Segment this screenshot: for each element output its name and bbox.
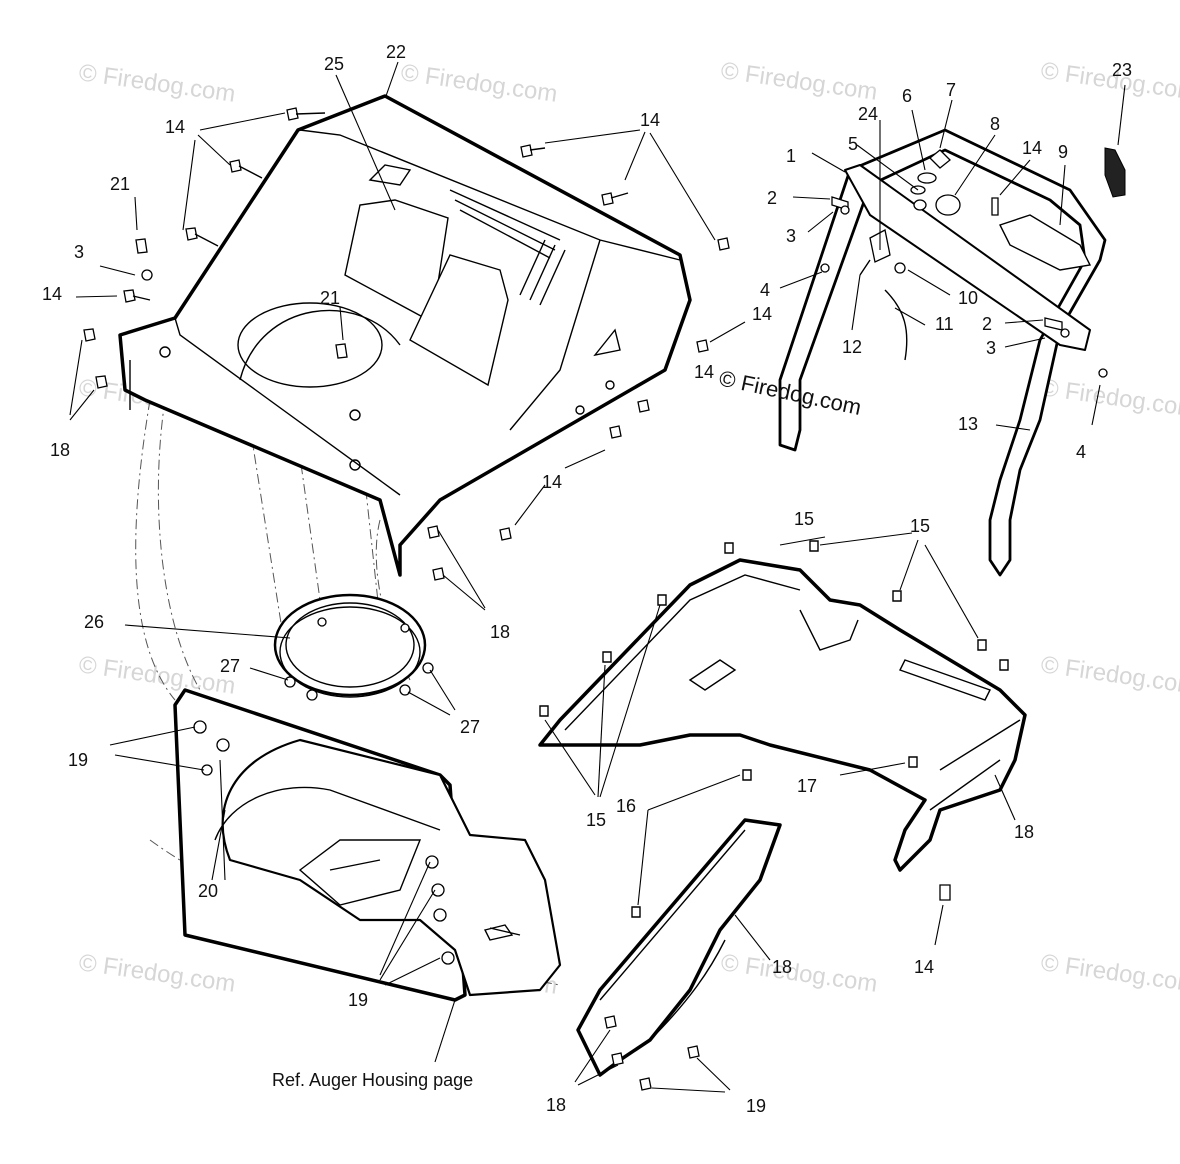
callout-15: 15 bbox=[794, 509, 814, 529]
callout-27: 27 bbox=[220, 656, 240, 676]
leader-lines bbox=[69, 61, 1126, 1093]
callout-5: 5 bbox=[848, 134, 858, 154]
watermark-text: © Firedog.com bbox=[1039, 374, 1180, 423]
callout-14: 14 bbox=[542, 472, 562, 492]
callout-23: 23 bbox=[1112, 60, 1132, 80]
callout-12: 12 bbox=[842, 337, 862, 357]
hardware-items bbox=[83, 107, 1009, 1091]
callout-3: 3 bbox=[986, 338, 996, 358]
callout-14: 14 bbox=[165, 117, 185, 137]
watermark-text: © Firedog.com bbox=[719, 949, 879, 998]
callout-15: 15 bbox=[586, 810, 606, 830]
callout-19: 19 bbox=[348, 990, 368, 1010]
handle-assembly bbox=[778, 128, 1126, 577]
callout-2: 2 bbox=[767, 188, 777, 208]
chute-cover-part-22 bbox=[118, 94, 692, 577]
callout-17: 18 bbox=[772, 957, 792, 977]
callout-14: 14 bbox=[752, 304, 772, 324]
callout-24: 24 bbox=[858, 104, 878, 124]
callout-4: 4 bbox=[1076, 442, 1086, 462]
callout-15: 16 bbox=[616, 796, 636, 816]
callout-14: 14 bbox=[42, 284, 62, 304]
callout-9: 9 bbox=[1058, 142, 1068, 162]
callout-13: 13 bbox=[958, 414, 978, 434]
left-shroud-part-17 bbox=[576, 818, 782, 1077]
callout-3: 3 bbox=[786, 226, 796, 246]
watermark-text: © Firedog.com bbox=[77, 651, 237, 700]
callout-26: 26 bbox=[84, 612, 104, 632]
watermark-text: © Firedog.com bbox=[1039, 57, 1180, 106]
watermark-text: © Firedog.com bbox=[77, 59, 237, 108]
watermark-text: © Firedog.com bbox=[399, 59, 559, 108]
callout-14: 14 bbox=[640, 110, 660, 130]
callout-22: 22 bbox=[386, 42, 406, 62]
callout-6: 6 bbox=[902, 86, 912, 106]
callout-20: 20 bbox=[198, 881, 218, 901]
callout-7: 7 bbox=[946, 80, 956, 100]
callout-4: 4 bbox=[760, 280, 770, 300]
callout-11: 11 bbox=[935, 314, 954, 334]
right-shroud-part-16 bbox=[538, 558, 1027, 872]
chute-ring-part-26 bbox=[273, 593, 434, 701]
callout-16: 18 bbox=[1014, 822, 1034, 842]
callout-3: 3 bbox=[74, 242, 84, 262]
callout-19: 19 bbox=[68, 750, 88, 770]
callout-14: 14 bbox=[694, 362, 714, 382]
callout-18: 18 bbox=[546, 1095, 566, 1115]
callout-15: 17 bbox=[797, 776, 817, 796]
callout-1: 1 bbox=[786, 146, 796, 166]
watermark-text: © Firedog.com bbox=[77, 949, 237, 998]
callout-14: 14 bbox=[1022, 138, 1042, 158]
callout-27: 27 bbox=[460, 717, 480, 737]
callout-15: 15 bbox=[910, 516, 930, 536]
callout-25: 25 bbox=[324, 54, 344, 74]
watermark-text: © Firedog.com bbox=[1039, 949, 1180, 998]
callout-21: 21 bbox=[320, 288, 340, 308]
watermark-text: © Firedog.com bbox=[719, 57, 879, 106]
callout-21: 21 bbox=[110, 174, 130, 194]
housing-assembly bbox=[173, 688, 562, 1002]
auger-housing-reference: Ref. Auger Housing page bbox=[272, 1070, 473, 1090]
callout-10: 10 bbox=[958, 288, 978, 308]
watermark-text: © Firedog.com bbox=[1039, 651, 1180, 700]
callout-8: 8 bbox=[990, 114, 1000, 134]
callout-18: 19 bbox=[746, 1096, 766, 1116]
callout-2: 2 bbox=[982, 314, 992, 334]
callout-14: 14 bbox=[914, 957, 934, 977]
callout-18: 18 bbox=[490, 622, 510, 642]
callout-18: 18 bbox=[50, 440, 70, 460]
